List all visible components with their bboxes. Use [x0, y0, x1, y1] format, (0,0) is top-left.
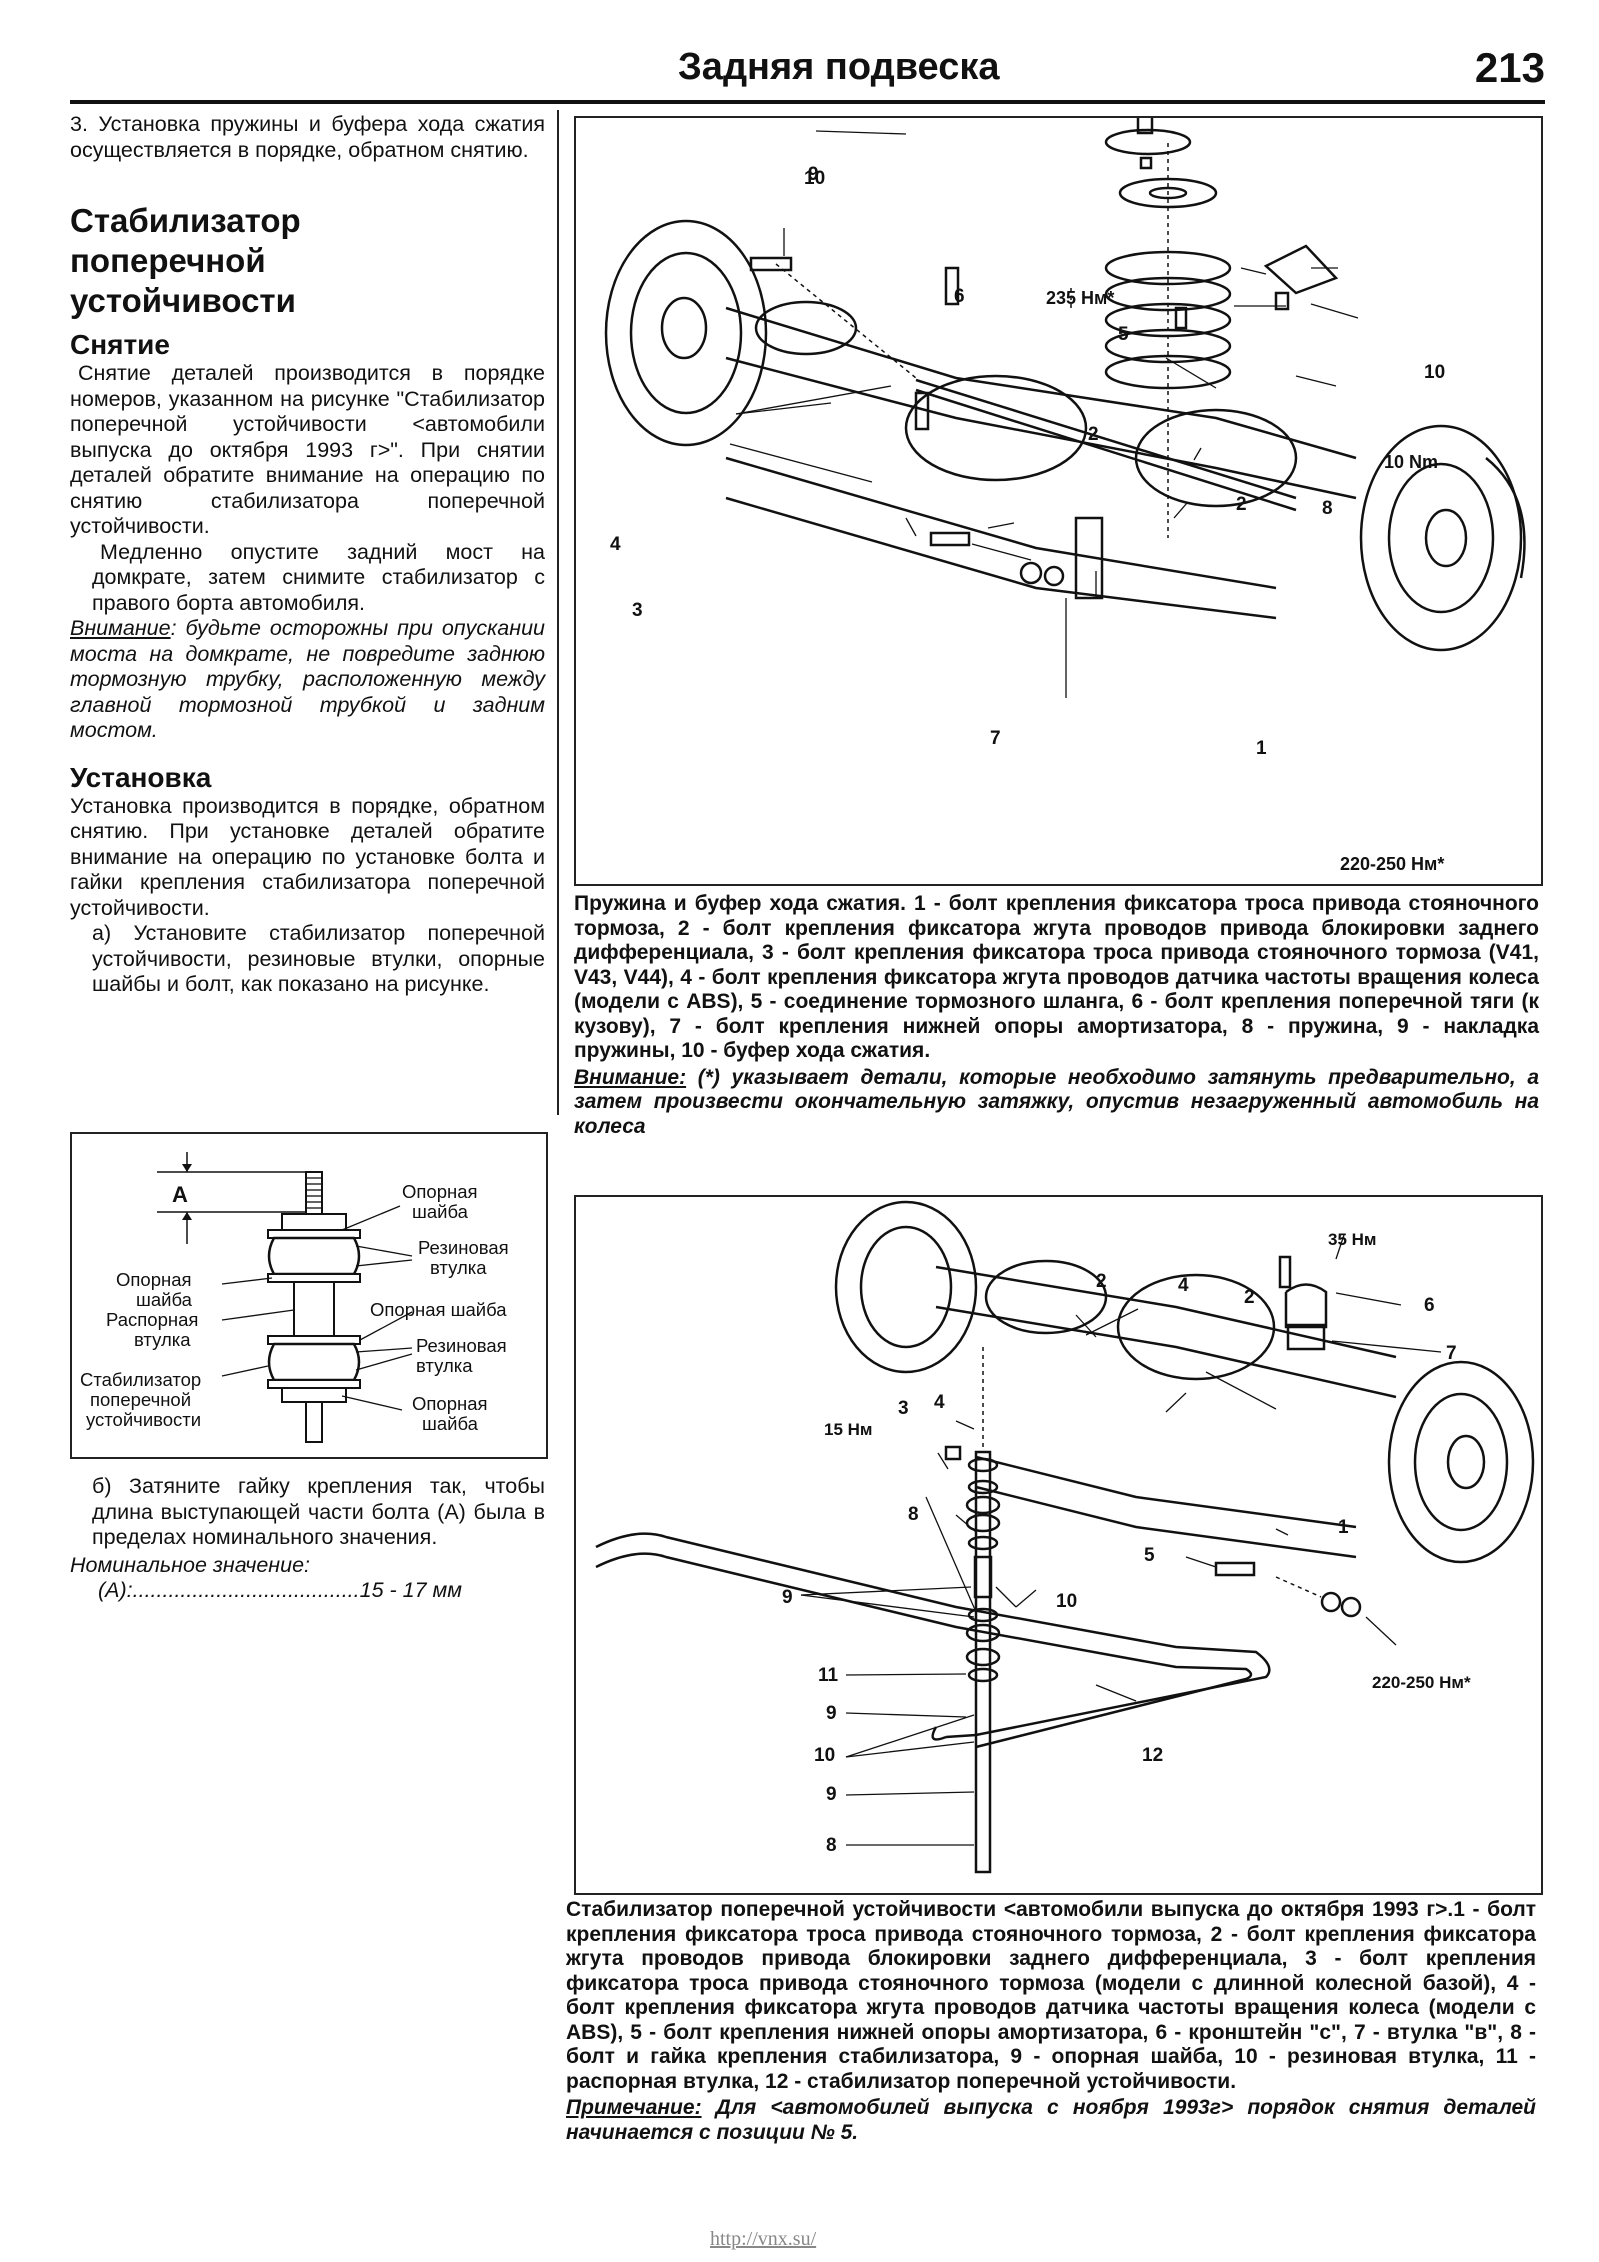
fig2-callout-3: 3 [898, 1398, 909, 1419]
fig2-callout-2a: 2 [1096, 1271, 1107, 1292]
fig1-callout-4: 4 [610, 534, 621, 555]
dim-a-label: А [172, 1182, 188, 1207]
spring-assembly-drawing: 10 9 6 235 Нм* 5 10 10 Nm 2 2 8 4 3 7 1 … [604, 118, 1526, 874]
left-column: 3. Установка пружины и буфера хода сжати… [70, 112, 545, 998]
install-heading: Установка [70, 761, 212, 793]
fig1-note-label: Внимание: [574, 1065, 687, 1089]
stabilizer-assembly-drawing: 2 4 2 35 Нм 6 7 3 4 15 Нм 8 5 1 9 10 220… [595, 1200, 1535, 1874]
section-title-line-2: поперечной [70, 242, 266, 279]
fig1-note: Внимание: (*) указывает детали, которые … [574, 1066, 1539, 1140]
fig2-note-text: Для <автомобилей выпуска с ноября 1993г>… [566, 2096, 1536, 2144]
fig1-callout-5: 5 [1118, 324, 1129, 345]
fig1-callout-2a: 2 [1088, 424, 1099, 445]
nominal-dots: ...................................... [132, 1578, 360, 1602]
nominal-row: (А):....................................… [70, 1578, 545, 1604]
fig2-callout-4b: 4 [934, 1392, 945, 1413]
fig2-torque-15: 15 Нм [824, 1420, 873, 1439]
fig1-callout-2b: 2 [1236, 494, 1247, 515]
warning-text: : будьте осторожны при опускании моста н… [70, 616, 545, 742]
fig1-callout-6: 6 [954, 286, 965, 307]
fig2-callout-8b: 8 [826, 1835, 837, 1856]
section-title-line-3: устойчивости [70, 282, 296, 319]
page-title: Задняя подвеска [678, 46, 1000, 88]
warning-label: Внимание [70, 616, 171, 640]
fig2-callout-12: 12 [1142, 1745, 1163, 1766]
fig2-note: Примечание: Для <автомобилей выпуска с н… [566, 2096, 1536, 2145]
fig2-callout-2b: 2 [1244, 1287, 1255, 1308]
fig1-callout-10: 10 [1424, 362, 1445, 383]
fig2-callout-9b: 9 [826, 1703, 837, 1724]
fig1-caption-text: Пружина и буфер хода сжатия. 1 - болт кр… [574, 892, 1539, 1062]
fig1-callout-8: 8 [1322, 498, 1333, 519]
install-paragraph: Установка производится в порядке, обратн… [70, 793, 545, 920]
footer-url[interactable]: http://vnx.su/ [710, 2228, 817, 2250]
install-step-b: б) Затяните гайку крепления так, чтобы д… [92, 1474, 545, 1549]
removal-paragraph-1: Снятие деталей производится в порядке но… [70, 361, 545, 538]
fig1-torque-10: 10 Nm [1384, 452, 1438, 472]
install-step-a: а) Установите стабилизатор поперечной ус… [92, 921, 545, 996]
fig2-caption-text: Стабилизатор поперечной устойчивости <ав… [566, 1898, 1536, 2093]
fig1-torque-235: 235 Нм* [1046, 288, 1114, 308]
fig2-torque-35: 35 Нм [1328, 1230, 1377, 1249]
intro-paragraph: 3. Установка пружины и буфера хода сжати… [70, 112, 545, 162]
fig1-torque-220: 220-250 Нм* [1340, 854, 1444, 874]
warning-paragraph: Внимание: будьте осторожны при опускании… [70, 616, 545, 744]
fig2-callout-10b: 10 [814, 1745, 835, 1766]
fig1-callout-7: 7 [990, 728, 1001, 749]
section-title-line-1: Стабилизатор [70, 202, 301, 239]
page-header: Задняя подвеска 213 [70, 40, 1545, 104]
left-column-continued: б) Затяните гайку крепления так, чтобы д… [70, 1474, 545, 1604]
removal-heading: Снятие [70, 329, 170, 360]
fig2-callout-9c: 9 [826, 1784, 837, 1805]
fig2-callout-9a: 9 [782, 1587, 793, 1608]
nominal-key: (А): [98, 1578, 133, 1602]
label-support-washer-mid: Опорная шайба [370, 1299, 507, 1320]
stabilizer-figure-caption: Стабилизатор поперечной устойчивости <ав… [566, 1898, 1536, 2145]
fig2-callout-6: 6 [1424, 1295, 1435, 1316]
fig1-callout-1: 1 [1256, 738, 1267, 759]
page-number: 213 [1474, 44, 1545, 91]
nominal-value: 15 - 17 мм [359, 1578, 463, 1602]
spring-figure-caption: Пружина и буфер хода сжатия. 1 - болт кр… [574, 892, 1539, 1139]
stabilizer-figure: 2 4 2 35 Нм 6 7 3 4 15 Нм 8 5 1 9 10 220… [574, 1195, 1543, 1895]
fig1-note-text: (*) указывает детали, которые необходимо… [574, 1065, 1539, 1138]
callout-9: 10 [804, 168, 825, 189]
fig1-callout-9: 9 [808, 164, 819, 185]
fig2-callout-8a: 8 [908, 1504, 919, 1525]
fig2-callout-10a: 10 [1056, 1591, 1077, 1612]
fig2-callout-11: 11 [818, 1665, 839, 1686]
fig2-callout-5: 5 [1144, 1545, 1155, 1566]
fig2-callout-7: 7 [1446, 1343, 1457, 1364]
fig2-note-label: Примечание: [566, 2096, 702, 2119]
fig2-torque-220: 220-250 Нм* [1372, 1673, 1471, 1692]
fig2-callout-4a: 4 [1178, 1275, 1189, 1296]
fig2-callout-1: 1 [1338, 1517, 1349, 1538]
fig1-callout-3: 3 [632, 600, 643, 621]
column-divider [557, 110, 559, 1115]
nominal-label: Номинальное значение: [70, 1552, 311, 1577]
spring-figure: 10 9 6 235 Нм* 5 10 10 Nm 2 2 8 4 3 7 1 … [574, 116, 1543, 886]
removal-paragraph-2: Медленно опустите задний мост на домкрат… [92, 539, 545, 615]
